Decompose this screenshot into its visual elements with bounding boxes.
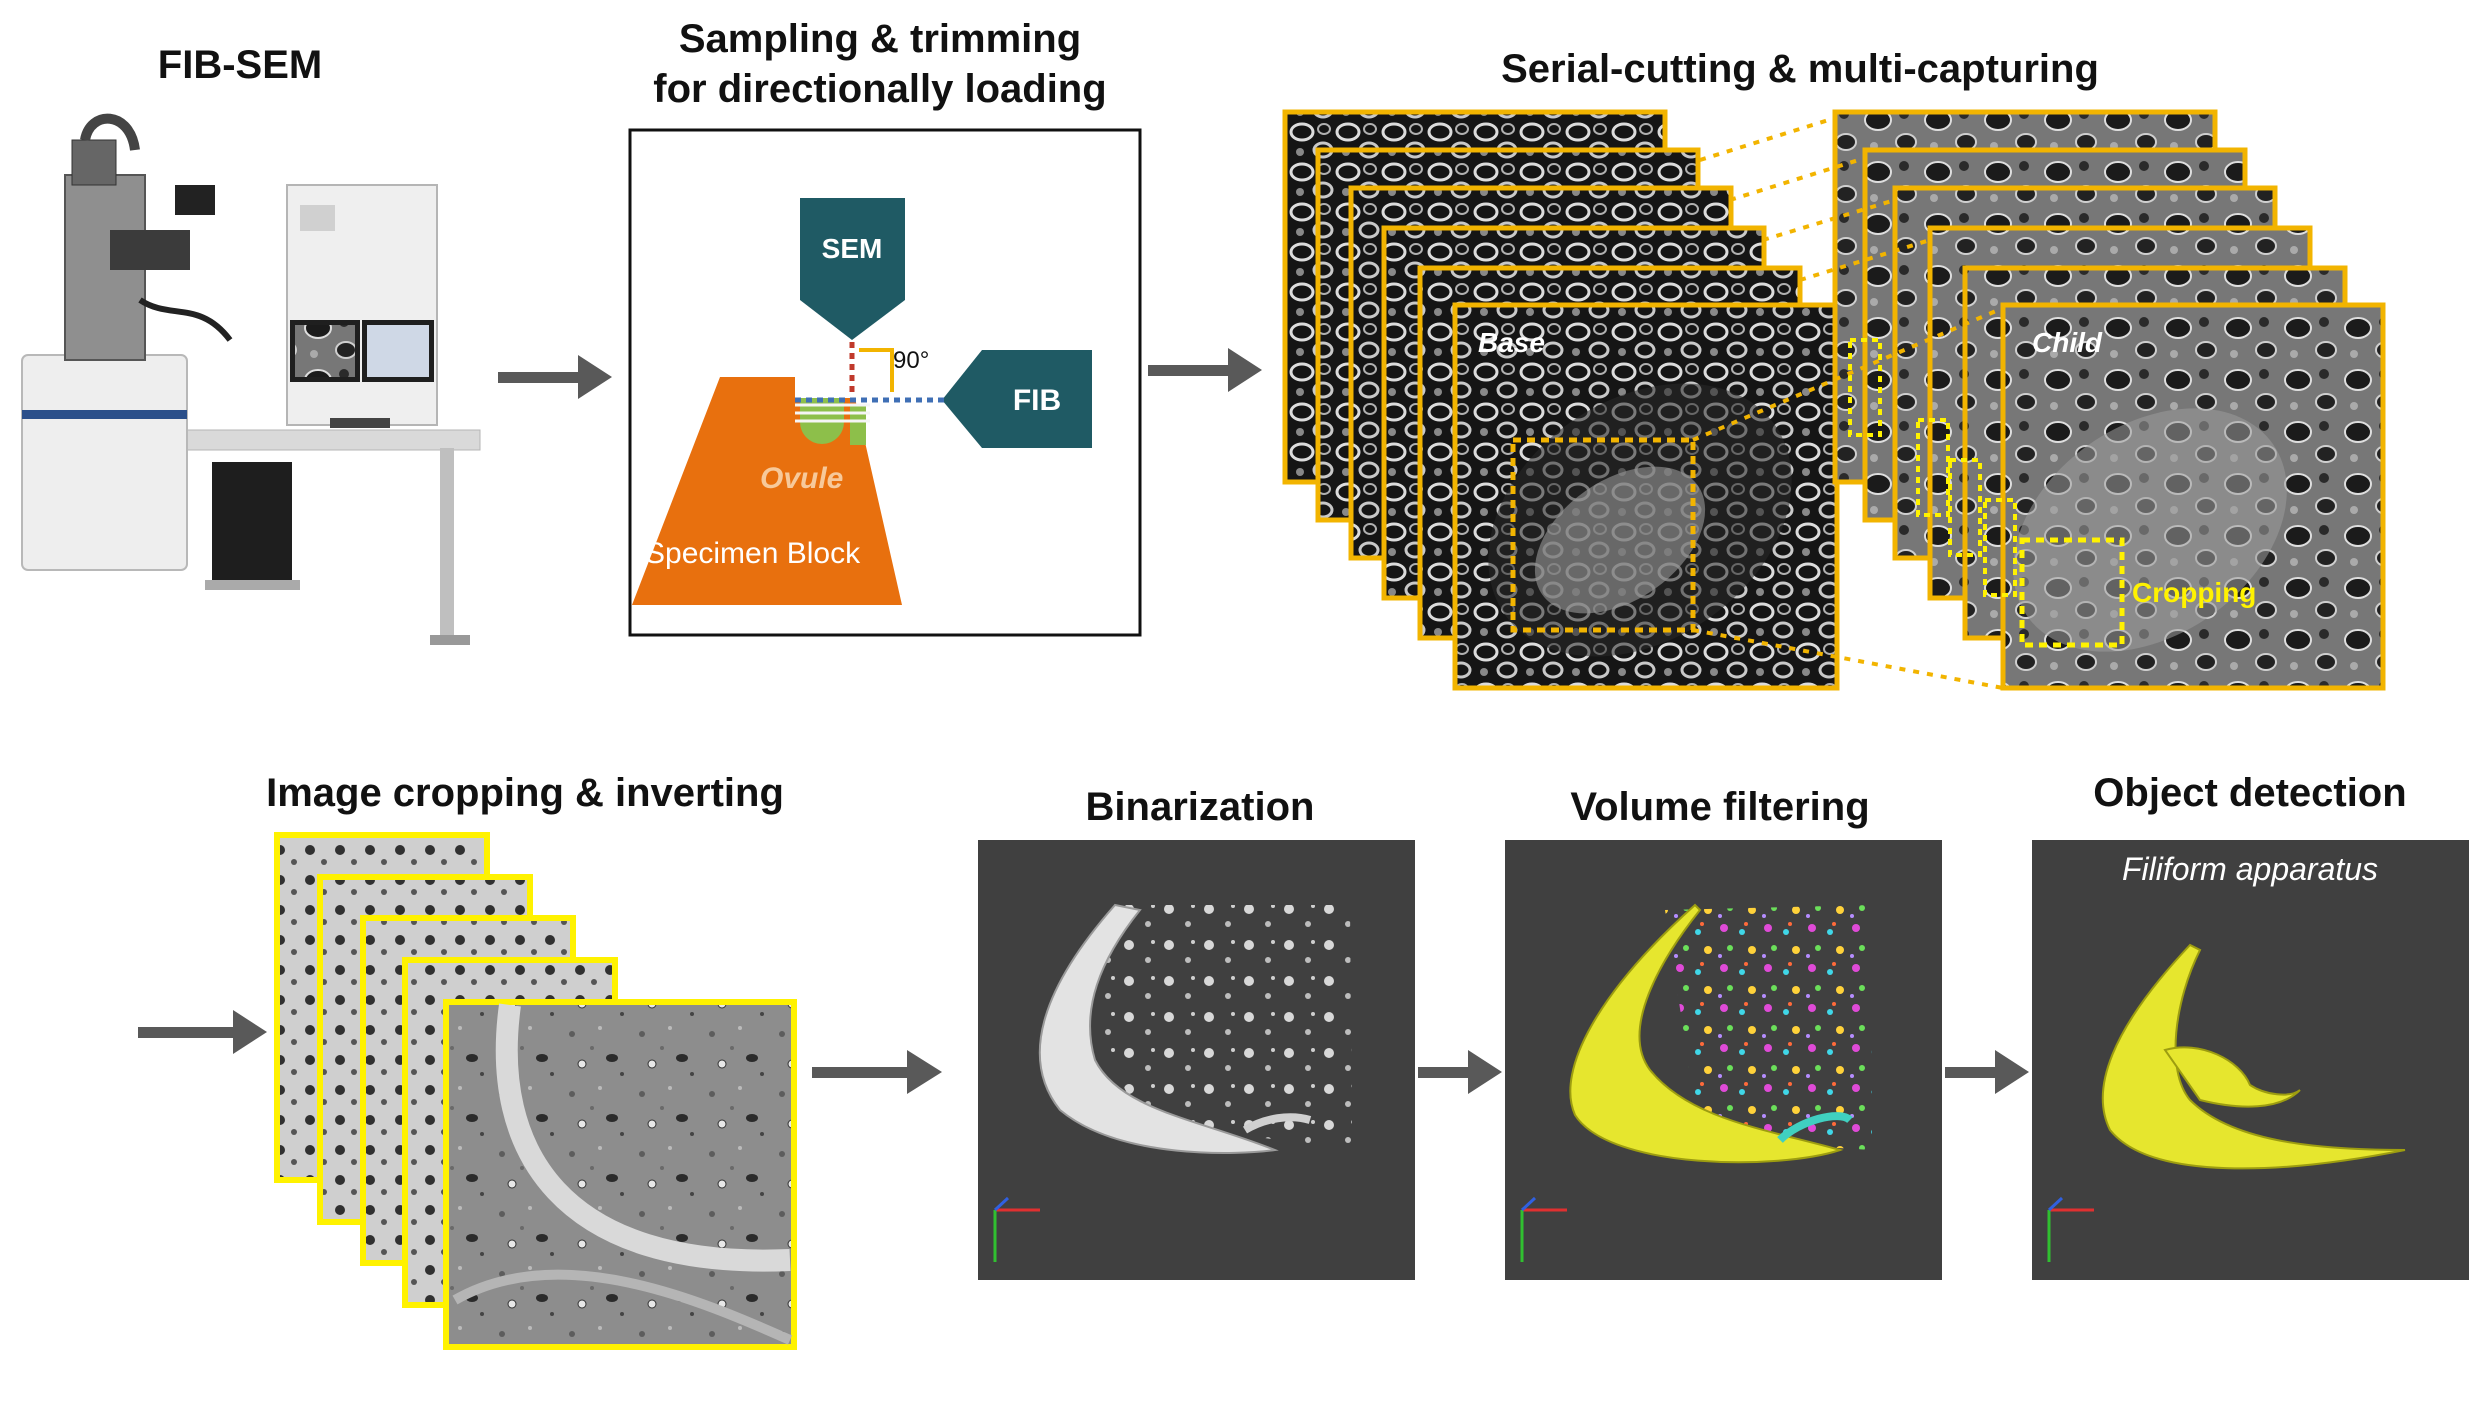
title-sampling-line2: for directionally loading xyxy=(653,67,1107,111)
title-object-detection: Object detection xyxy=(2093,771,2407,815)
title-binarization: Binarization xyxy=(1085,785,1315,829)
arrow-icon xyxy=(1148,348,1262,392)
binarization-panel xyxy=(978,840,1415,1280)
angle-label: 90° xyxy=(893,347,929,374)
axis-triad-icon xyxy=(2047,1196,2094,1262)
base-label: Base xyxy=(1478,327,1545,358)
filiform-apparatus-caption: Filiform apparatus xyxy=(2122,851,2378,887)
sem-label: SEM xyxy=(822,233,883,264)
arrow-icon xyxy=(812,1050,942,1094)
object-detection-panel xyxy=(2032,840,2469,1280)
child-image-stack xyxy=(1832,109,2386,691)
title-sampling: Sampling & trimming for directionally lo… xyxy=(610,14,1150,114)
title-cropping: Image cropping & inverting xyxy=(266,771,784,815)
axis-triad-icon xyxy=(1520,1196,1567,1262)
child-label: Child xyxy=(2032,327,2103,358)
inverted-image-stack xyxy=(274,832,797,1350)
title-fib-sem: FIB-SEM xyxy=(157,43,323,87)
arrow-icon xyxy=(138,1010,267,1054)
zoom-connectors xyxy=(1692,116,2004,690)
crop-box-base xyxy=(1510,437,1696,633)
fib-label: FIB xyxy=(1013,384,1061,417)
crop-box-child xyxy=(2019,537,2125,648)
base-image-stack xyxy=(1282,109,1840,691)
volume-filtering-panel xyxy=(1505,840,1942,1280)
sampling-schematic xyxy=(628,128,1142,637)
axis-triad-icon xyxy=(993,1196,1040,1262)
arrow-icon xyxy=(1418,1050,1502,1094)
fib-sem-instrument-image xyxy=(0,113,500,665)
arrow-icon xyxy=(1945,1050,2029,1094)
arrow-icon xyxy=(498,355,612,399)
cropping-label: Cropping xyxy=(2132,577,2256,608)
sem-probe xyxy=(800,198,905,340)
title-serial: Serial-cutting & multi-capturing xyxy=(1501,47,2099,91)
title-volume-filtering: Volume filtering xyxy=(1570,785,1870,829)
specimen-block-label: Specimen Block xyxy=(645,537,861,570)
title-sampling-line1: Sampling & trimming xyxy=(678,17,1082,61)
ovule-label: Ovule xyxy=(760,462,843,495)
